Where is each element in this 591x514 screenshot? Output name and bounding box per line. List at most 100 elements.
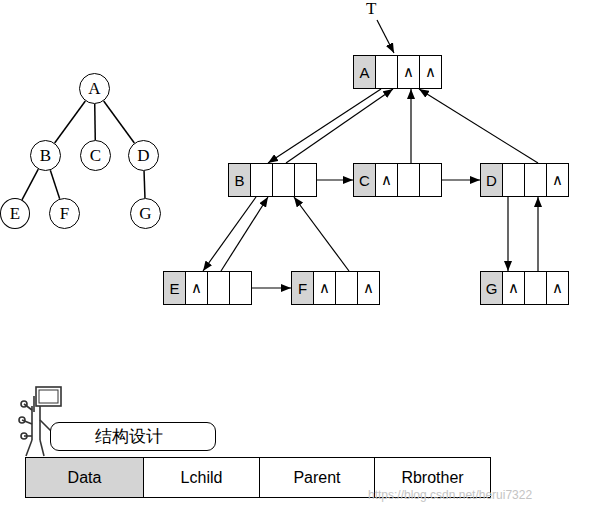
data-field-cell: D: [481, 164, 502, 196]
pointer-name: T: [366, 0, 376, 19]
pointer-arrow: [317, 179, 353, 180]
node-label: G: [139, 204, 151, 224]
tree-node: C: [80, 140, 111, 171]
tree-node: B: [30, 140, 61, 171]
node-label: D: [137, 146, 149, 166]
pointer-field-cell: [229, 272, 251, 304]
null-pointer-symbol: ∧: [508, 279, 519, 297]
pointer-field-cell: [524, 164, 546, 196]
pointer-field-cell: ∧: [185, 272, 207, 304]
node-data-label: D: [486, 172, 497, 189]
linked-node-record: A ∧ ∧: [353, 55, 442, 89]
linked-node-record: F ∧ ∧: [291, 271, 380, 305]
node-label: E: [10, 204, 20, 224]
structure-field: Lchild: [143, 457, 260, 498]
null-pointer-symbol: ∧: [403, 63, 414, 81]
node-data-label: C: [359, 172, 370, 189]
robot-screen: [39, 390, 58, 403]
tree-edge: [55, 101, 86, 143]
pointer-arrow: [203, 197, 256, 271]
node-label: B: [40, 146, 51, 166]
node-data-label: E: [169, 280, 179, 297]
pointer-field-cell: ∧: [502, 272, 524, 304]
data-field-cell: G: [481, 272, 502, 304]
robot-body: [39, 406, 41, 440]
robot-leg: [40, 440, 44, 456]
tree-node: D: [128, 140, 159, 171]
tree-node: E: [0, 198, 30, 229]
tree-node: G: [130, 198, 161, 229]
pointer-arrow: [419, 89, 538, 163]
pointer-arrow: [268, 89, 381, 163]
null-pointer-symbol: ∧: [552, 171, 563, 189]
node-label: Parent: [293, 469, 340, 487]
linked-node-record: D∧: [480, 163, 569, 197]
pointer-field-cell: [375, 56, 397, 88]
null-pointer-symbol: ∧: [191, 279, 202, 297]
pointer-field-cell: ∧: [375, 164, 397, 196]
linked-node-record: B: [228, 163, 317, 197]
watermark: https://blog.csdn.net/herui7322: [368, 488, 532, 502]
linked-node-record: E∧: [163, 271, 252, 305]
tree-edge: [50, 170, 59, 199]
pointer-field-cell: ∧: [546, 164, 568, 196]
node-data-label: F: [298, 280, 307, 297]
tree-edge: [94, 104, 96, 140]
pointer-field-cell: ∧: [357, 272, 379, 304]
linked-node-record: C∧: [353, 163, 442, 197]
node-label: F: [60, 204, 69, 224]
data-field-cell: C: [354, 164, 375, 196]
robot-antenna: [33, 396, 35, 412]
node-label: 结构设计: [95, 425, 163, 448]
callout-box: 结构设计: [50, 422, 216, 451]
pointer-field-cell: [502, 164, 524, 196]
pointer-arrow: [252, 287, 291, 288]
pointer-field-cell: [419, 164, 441, 196]
node-label: Lchild: [181, 469, 223, 487]
node-label: Rbrother: [401, 469, 463, 487]
tree-node: A: [79, 73, 110, 104]
robot-arm: [22, 420, 32, 424]
node-label: A: [88, 79, 100, 99]
null-pointer-symbol: ∧: [319, 279, 330, 297]
pointer-field-cell: [250, 164, 272, 196]
robot-arm: [24, 435, 32, 437]
node-data-label: A: [359, 64, 369, 81]
tree-edge: [22, 169, 38, 200]
tree-edge: [143, 171, 145, 198]
null-pointer-symbol: ∧: [552, 279, 563, 297]
node-data-label: B: [234, 172, 244, 189]
robot-head: [36, 387, 61, 406]
data-field-cell: A: [354, 56, 375, 88]
null-pointer-symbol: ∧: [363, 279, 374, 297]
pointer-field-cell: [397, 164, 419, 196]
tree-edge: [104, 101, 135, 143]
tree-node: F: [49, 198, 80, 229]
pointer-field-cell: [272, 164, 294, 196]
linked-node-record: G ∧ ∧: [480, 271, 569, 305]
node-data-label: G: [486, 280, 498, 297]
pointer-field-cell: ∧: [546, 272, 568, 304]
node-label: Data: [68, 469, 102, 487]
data-field-cell: F: [292, 272, 313, 304]
structure-field: Data: [25, 457, 144, 498]
pointer-field-cell: [524, 272, 546, 304]
pointer-field-cell: ∧: [313, 272, 335, 304]
pointer-field-cell: ∧: [419, 56, 441, 88]
node-label: C: [90, 146, 101, 166]
pointer-field-cell: [207, 272, 229, 304]
data-field-cell: B: [229, 164, 250, 196]
robot-arm: [24, 404, 32, 410]
pointer-arrow: [377, 20, 394, 53]
pointer-arrow: [537, 197, 538, 271]
pointer-arrow: [507, 197, 508, 271]
pointer-arrow: [294, 197, 349, 271]
structure-field: Parent: [259, 457, 375, 498]
null-pointer-symbol: ∧: [425, 63, 436, 81]
data-field-cell: E: [164, 272, 185, 304]
pointer-field-cell: ∧: [397, 56, 419, 88]
pointer-arrow: [442, 179, 480, 180]
pointer-arrow: [286, 89, 393, 163]
